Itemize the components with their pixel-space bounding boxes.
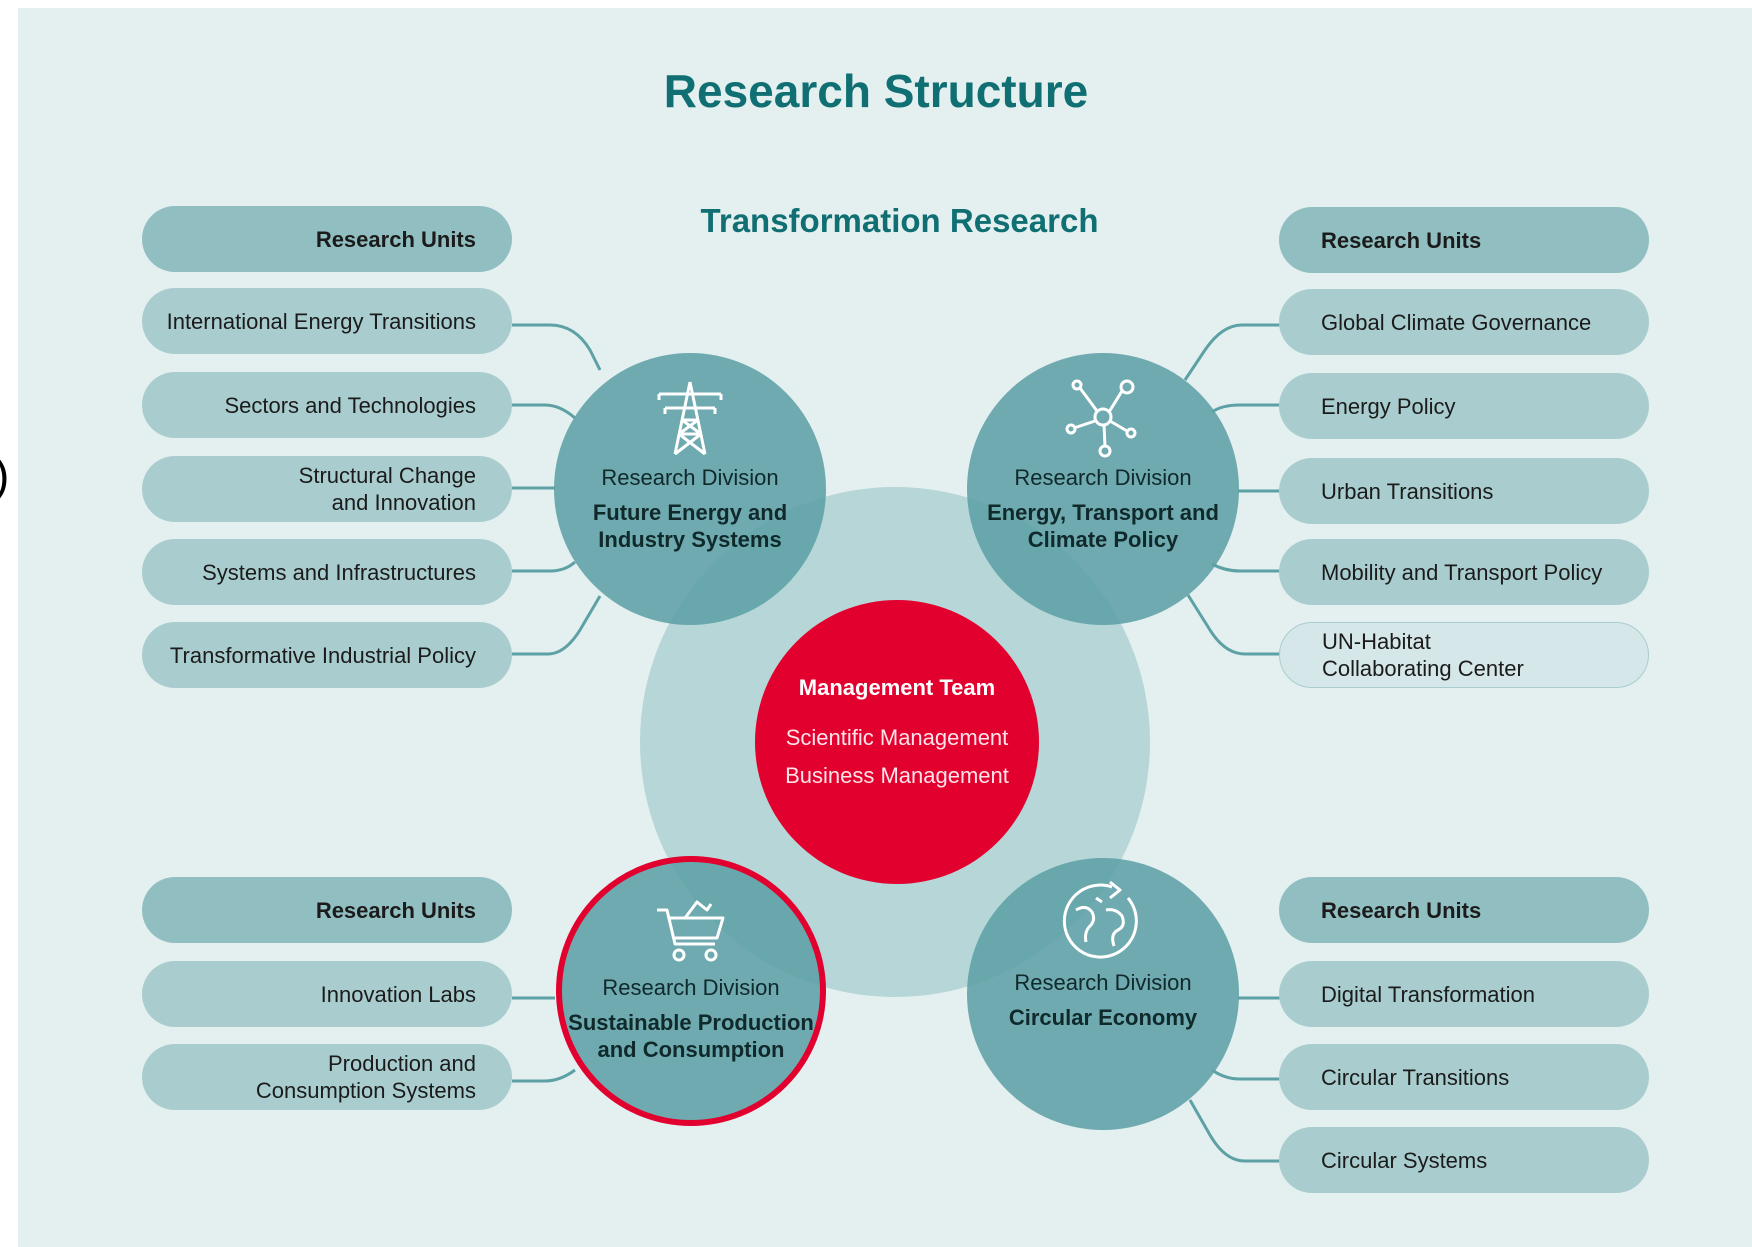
page-title: Research Structure <box>663 65 1089 117</box>
unit-energy-policy: Energy Policy <box>1279 373 1649 439</box>
connector <box>512 323 602 371</box>
connector <box>512 1068 576 1083</box>
division-energy-transport-climate: Research Division Energy, Transport and … <box>967 353 1239 625</box>
division-label: Research Division <box>1014 970 1192 995</box>
unit-mobility-and-transport-policy: Mobility and Transport Policy <box>1279 539 1649 605</box>
management-team-circle: Management Team Scientific Management Bu… <box>755 600 1039 884</box>
division-circular-economy: Research Division Circular Economy <box>967 858 1239 1130</box>
management-title: Management Team <box>798 675 996 700</box>
connector <box>1211 1068 1280 1081</box>
unit-innovation-labs: Innovation Labs <box>142 961 512 1027</box>
shopping-cart-icon <box>657 900 725 962</box>
unit-systems-and-infrastructures: Systems and Infrastructures <box>142 539 512 605</box>
management-line-scientific: Scientific Management <box>785 725 1009 750</box>
connector <box>1183 323 1280 381</box>
unit-circular-transitions: Circular Transitions <box>1279 1044 1649 1110</box>
division-name: Sustainable Production and Consumption <box>568 1010 814 1062</box>
connector <box>512 595 602 656</box>
connector <box>1188 1099 1280 1163</box>
connector <box>512 560 577 573</box>
connector <box>1211 562 1280 573</box>
research-units-header-top-right: Research Units <box>1279 207 1649 273</box>
unit-structural-change: Structural Change and Innovation <box>142 456 512 522</box>
unit-urban-transitions: Urban Transitions <box>1279 458 1649 524</box>
connector <box>512 403 576 420</box>
division-name: Circular Economy <box>1008 1005 1198 1030</box>
unit-un-habitat: UN-Habitat Collaborating Center <box>1279 622 1649 688</box>
connector <box>1211 403 1280 414</box>
power-pylon-icon <box>657 381 723 456</box>
division-label: Research Division <box>602 975 780 1000</box>
unit-production-and-consumption-systems: Production and Consumption Systems <box>142 1044 512 1110</box>
network-nodes-icon <box>1065 379 1137 458</box>
section-subtitle: Transformation Research <box>700 202 1099 239</box>
research-units-header-bottom-right: Research Units <box>1279 877 1649 943</box>
division-label: Research Division <box>1014 465 1192 490</box>
unit-international-energy-transitions: International Energy Transitions <box>142 288 512 354</box>
management-line-business: Business Management <box>785 763 1009 788</box>
unit-circular-systems: Circular Systems <box>1279 1127 1649 1193</box>
unit-sectors-and-technologies: Sectors and Technologies <box>142 372 512 438</box>
division-label: Research Division <box>601 465 779 490</box>
research-units-header-top-left: Research Units <box>142 206 512 272</box>
edge-glyph: ) <box>0 452 9 498</box>
unit-digital-transformation: Digital Transformation <box>1279 961 1649 1027</box>
unit-global-climate-governance: Global Climate Governance <box>1279 289 1649 355</box>
division-future-energy: Research Division Future Energy and Indu… <box>554 353 826 625</box>
research-units-header-bottom-left: Research Units <box>142 877 512 943</box>
division-name: Future Energy and Industry Systems <box>592 500 788 552</box>
division-name: Energy, Transport and Climate Policy <box>987 500 1219 552</box>
division-sustainable-production: Research Division Sustainable Production… <box>556 856 826 1126</box>
globe-recycle-icon <box>1062 880 1138 959</box>
connector <box>1186 594 1280 656</box>
unit-transformative-industrial-policy: Transformative Industrial Policy <box>142 622 512 688</box>
